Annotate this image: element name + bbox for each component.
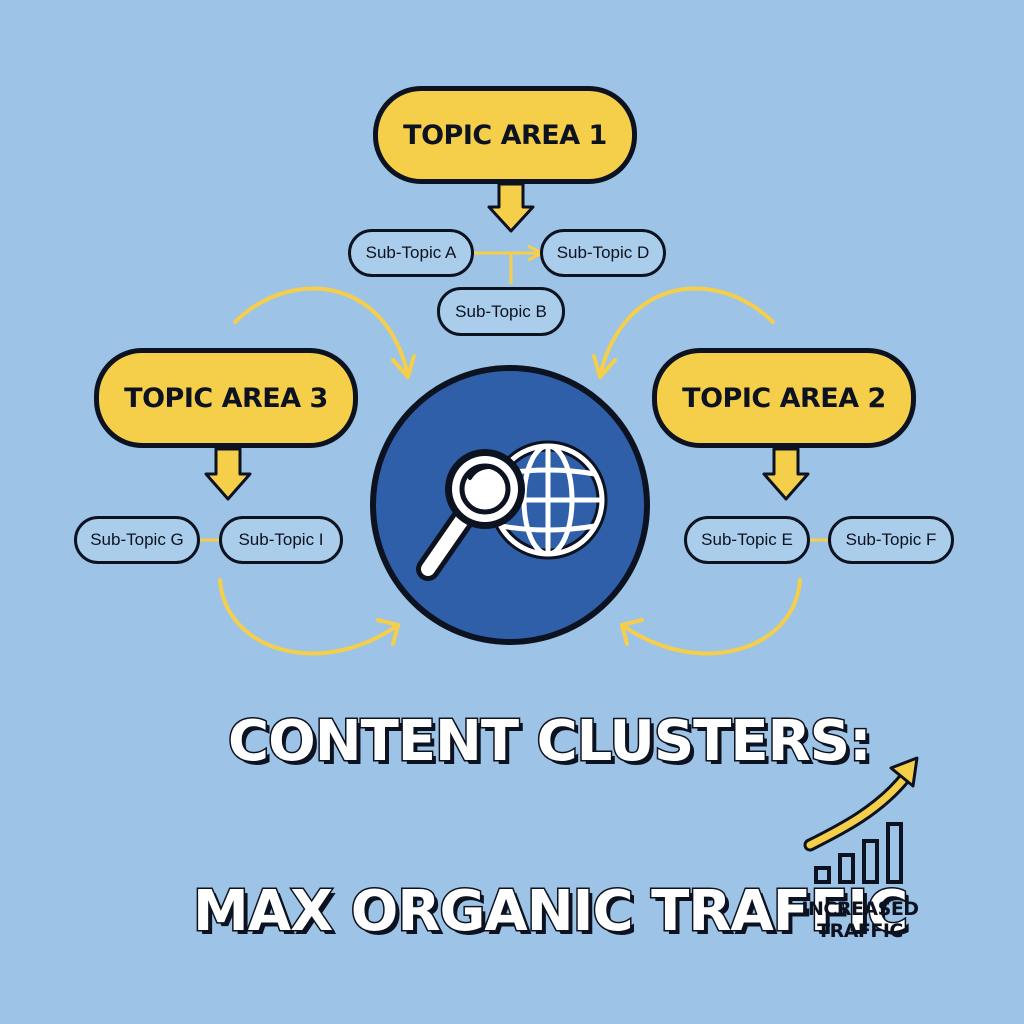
curve-arrow-bottom-left-head xyxy=(376,618,400,646)
topic-area-2: TOPIC AREA 2 xyxy=(652,348,916,448)
headline-line-2: MAX ORGANIC TRAFFIC xyxy=(191,878,909,946)
curve-arrow-bottom-right-head xyxy=(620,618,644,646)
curve-arrow-top-left-head xyxy=(391,354,416,379)
subtopic-d: Sub-Topic D xyxy=(540,229,666,277)
subtopic-connectors xyxy=(200,244,830,542)
curve-arrow-top-right xyxy=(598,286,775,377)
bar-chart-growth-icon xyxy=(803,756,919,884)
hub xyxy=(370,365,650,645)
traffic-badge-line-1: INCREASED xyxy=(801,898,919,920)
traffic-badge-label: INCREASED TRAFFIC xyxy=(800,898,920,942)
magnifying-glass-icon xyxy=(416,449,525,581)
curve-arrow-top-left xyxy=(233,286,410,377)
down-arrow-topic-3 xyxy=(204,447,252,501)
headline-line-1: CONTENT CLUSTERS: xyxy=(226,708,872,776)
curve-arrow-bottom-left xyxy=(218,578,400,656)
subtopic-e: Sub-Topic E xyxy=(684,516,810,564)
subtopic-f: Sub-Topic F xyxy=(828,516,954,564)
topic-area-1: TOPIC AREA 1 xyxy=(373,86,637,184)
topic-area-3: TOPIC AREA 3 xyxy=(94,348,358,448)
curve-arrow-top-right-head xyxy=(592,354,617,379)
down-arrows xyxy=(204,182,810,501)
subtopic-a: Sub-Topic A xyxy=(348,229,474,277)
subtopic-g: Sub-Topic G xyxy=(74,516,200,564)
subtopic-i: Sub-Topic I xyxy=(219,516,343,564)
subtopic-b: Sub-Topic B xyxy=(437,287,565,336)
down-arrow-topic-2 xyxy=(762,447,810,501)
traffic-badge-line-2: TRAFFIC xyxy=(817,920,903,942)
curve-arrow-bottom-right xyxy=(620,578,802,656)
flow-arrows xyxy=(218,286,802,656)
down-arrow-topic-1 xyxy=(487,182,535,233)
